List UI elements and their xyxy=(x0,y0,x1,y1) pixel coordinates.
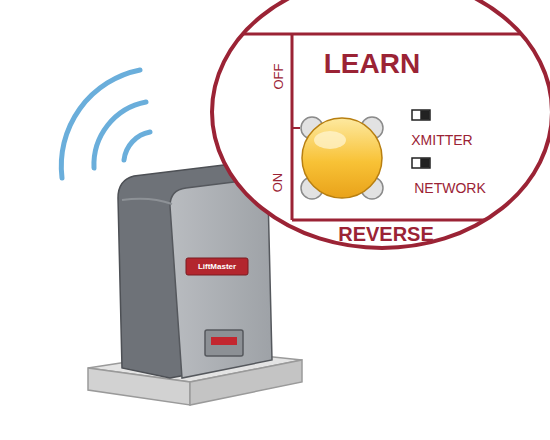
switch-label: XMITTER xyxy=(411,133,472,147)
switch-label: ON xyxy=(272,172,285,192)
switch-label: OFF xyxy=(272,63,285,89)
magnifier-lens xyxy=(212,0,550,248)
switch-label: NETWORK xyxy=(414,181,486,195)
signal-arcs xyxy=(61,70,150,178)
panel-heading: REVERSE xyxy=(338,224,434,244)
brand-badge: LiftMaster xyxy=(198,263,236,271)
panel-heading: LEARN xyxy=(324,50,420,78)
control-panel xyxy=(200,34,550,220)
